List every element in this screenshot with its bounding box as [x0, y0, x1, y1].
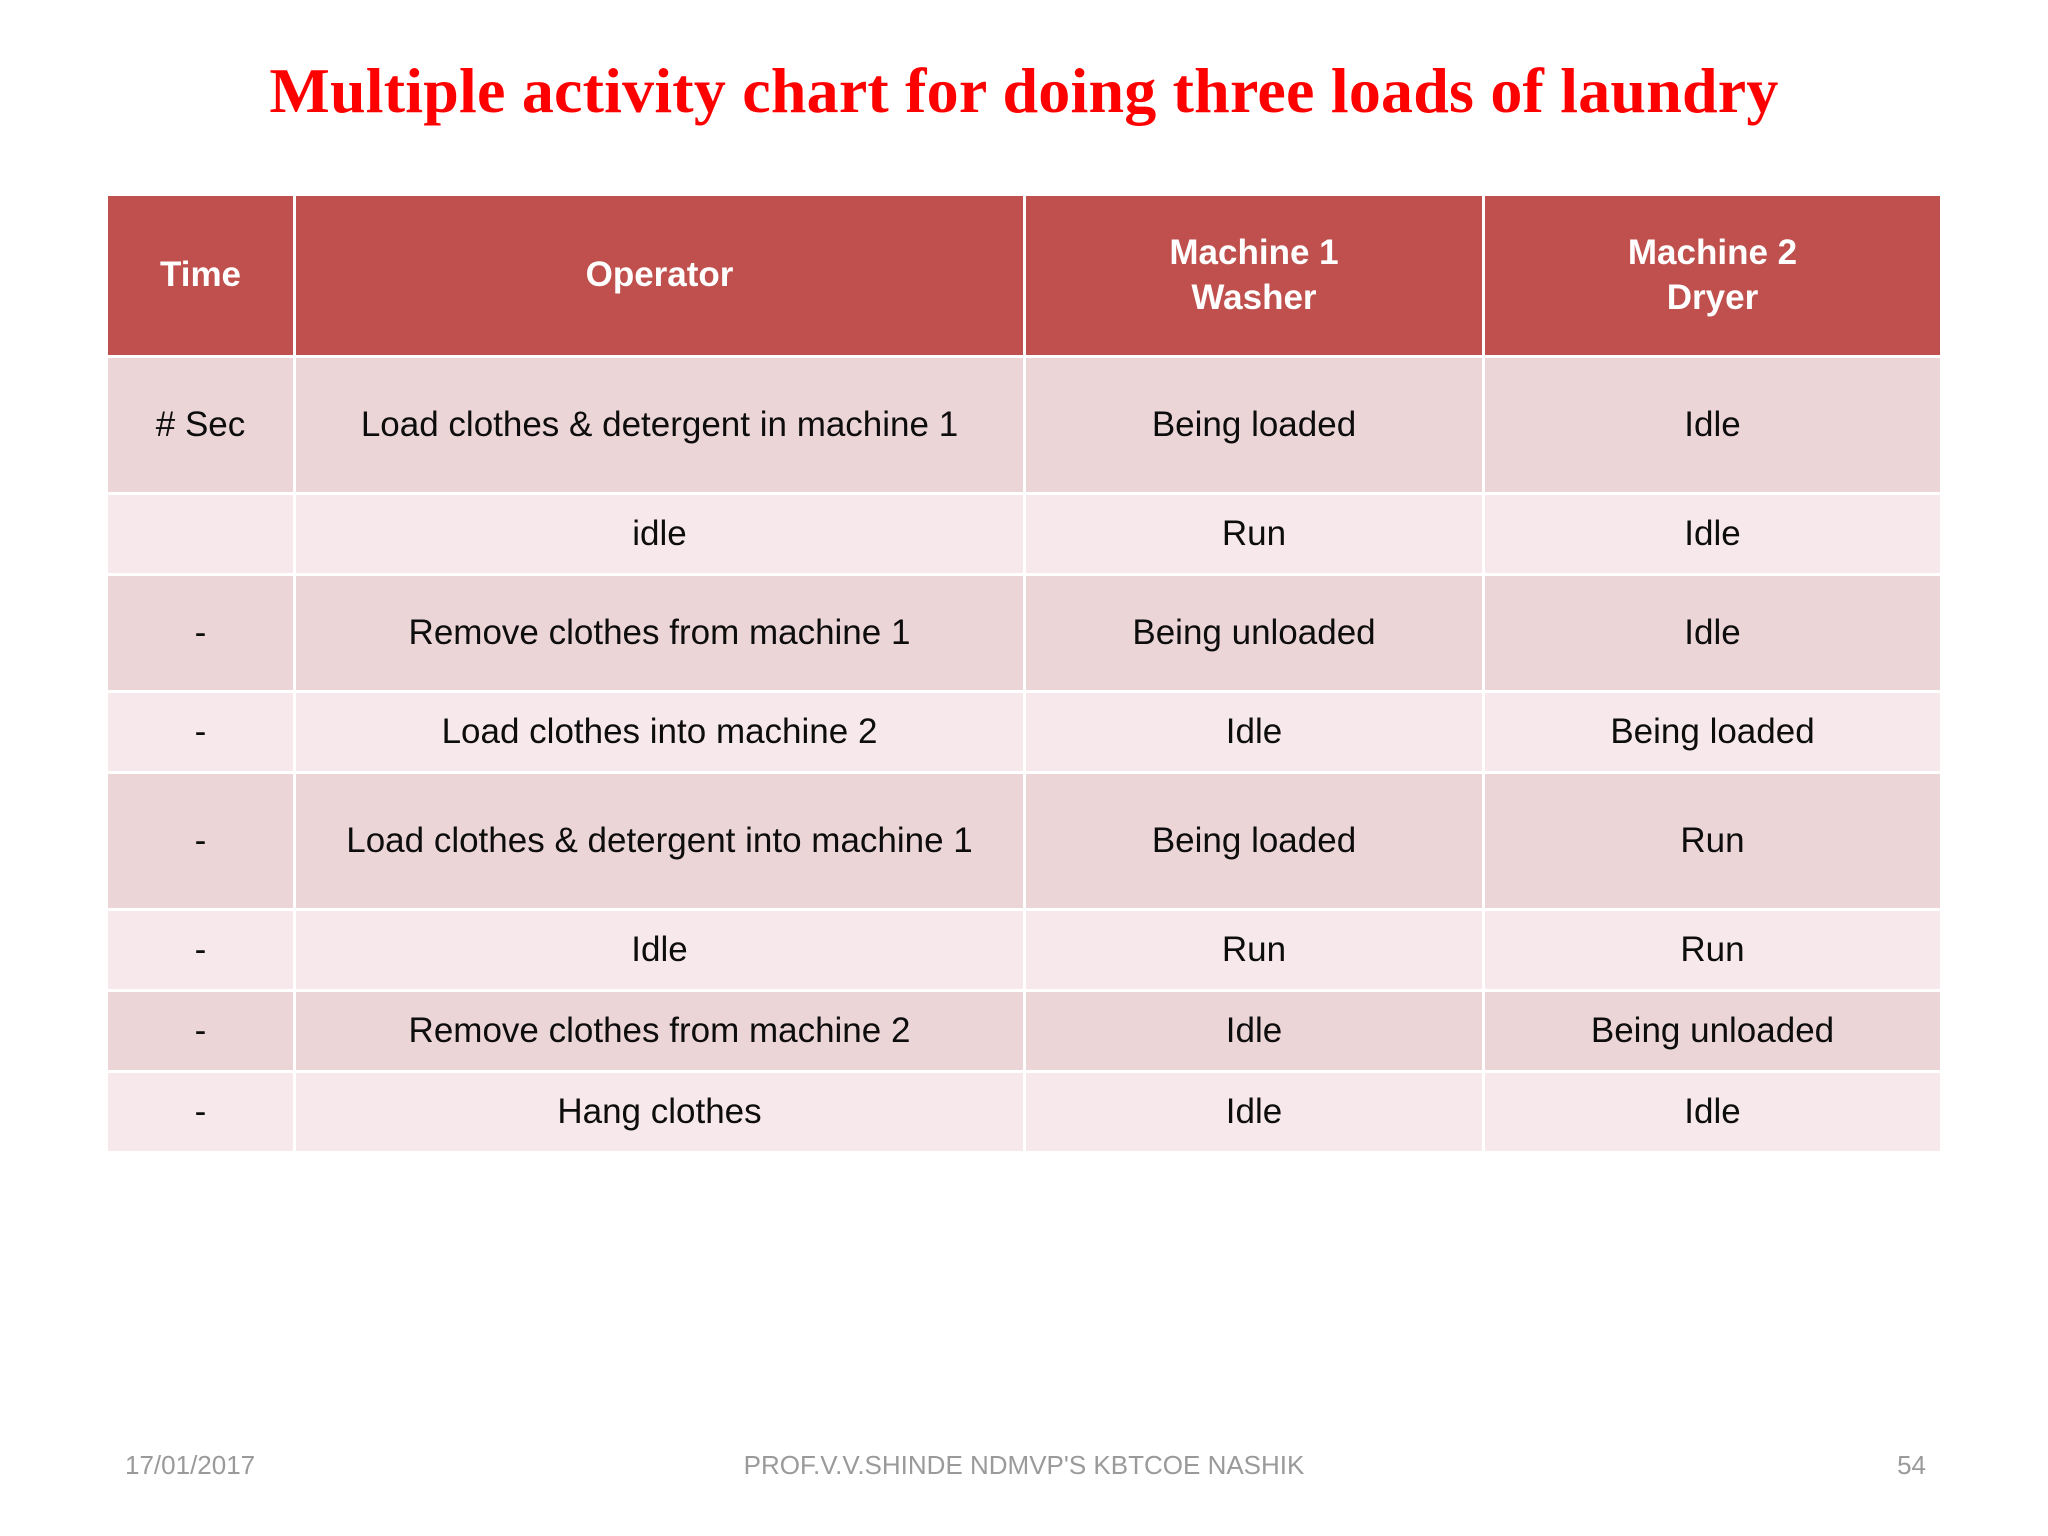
cell-machine1: Idle [1026, 992, 1482, 1070]
cell-machine1: Idle [1026, 1073, 1482, 1151]
cell-machine1: Being unloaded [1026, 576, 1482, 690]
cell-operator: Remove clothes from machine 2 [296, 992, 1023, 1070]
slide-footer: 17/01/2017 PROF.V.V.SHINDE NDMVP'S KBTCO… [0, 1442, 2048, 1488]
cell-time: - [108, 576, 293, 690]
cell-machine2: Idle [1485, 576, 1940, 690]
cell-machine2: Run [1485, 774, 1940, 908]
table-row: - Remove clothes from machine 1 Being un… [108, 576, 1940, 690]
cell-machine2: Idle [1485, 358, 1940, 492]
cell-time: # Sec [108, 358, 293, 492]
cell-operator: Remove clothes from machine 1 [296, 576, 1023, 690]
column-header-operator-label: Operator [585, 255, 734, 295]
cell-time: - [108, 693, 293, 771]
cell-machine1: Run [1026, 495, 1482, 573]
cell-machine2: Idle [1485, 1073, 1940, 1151]
table-row: - Load clothes into machine 2 Idle Being… [108, 693, 1940, 771]
cell-operator: Load clothes & detergent in machine 1 [296, 358, 1023, 492]
cell-machine2: Being loaded [1485, 693, 1940, 771]
footer-page-number: 54 [1897, 1450, 1926, 1480]
footer-date: 17/01/2017 [125, 1450, 256, 1480]
cell-machine1: Run [1026, 911, 1482, 989]
column-header-machine1: Machine 1 Washer [1026, 196, 1482, 355]
column-header-time-label: Time [159, 255, 242, 295]
cell-time: - [108, 992, 293, 1070]
cell-time [108, 495, 293, 573]
page-title: Multiple activity chart for doing three … [269, 55, 1779, 126]
table-header-row: Time Operator Machine 1 Washer Machine 2… [108, 196, 1940, 355]
cell-operator: Hang clothes [296, 1073, 1023, 1151]
footer-institution: PROF.V.V.SHINDE NDMVP'S KBTCOE NASHIK [743, 1450, 1305, 1480]
cell-time: - [108, 774, 293, 908]
multiple-activity-chart-table: Time Operator Machine 1 Washer Machine 2… [105, 193, 1943, 1154]
table-row: idle Run Idle [108, 495, 1940, 573]
table-row: - Remove clothes from machine 2 Idle Bei… [108, 992, 1940, 1070]
cell-time: - [108, 1073, 293, 1151]
cell-machine2: Run [1485, 911, 1940, 989]
cell-machine1: Being loaded [1026, 774, 1482, 908]
cell-machine2: Idle [1485, 495, 1940, 573]
column-header-machine1-sublabel: Washer [1191, 277, 1317, 317]
cell-operator: Idle [296, 911, 1023, 989]
column-header-machine1-label: Machine 1 [1169, 232, 1339, 272]
cell-time: - [108, 911, 293, 989]
table-row: - Idle Run Run [108, 911, 1940, 989]
cell-operator: idle [296, 495, 1023, 573]
column-header-machine2-sublabel: Dryer [1666, 277, 1759, 317]
table-row: # Sec Load clothes & detergent in machin… [108, 358, 1940, 492]
column-header-machine2: Machine 2 Dryer [1485, 196, 1940, 355]
cell-operator: Load clothes & detergent into machine 1 [296, 774, 1023, 908]
column-header-time: Time [108, 196, 293, 355]
cell-machine1: Idle [1026, 693, 1482, 771]
cell-operator: Load clothes into machine 2 [296, 693, 1023, 771]
table-row: - Load clothes & detergent into machine … [108, 774, 1940, 908]
table-row: - Hang clothes Idle Idle [108, 1073, 1940, 1151]
cell-machine1: Being loaded [1026, 358, 1482, 492]
cell-machine2: Being unloaded [1485, 992, 1940, 1070]
column-header-operator: Operator [296, 196, 1023, 355]
column-header-machine2-label: Machine 2 [1627, 232, 1798, 272]
